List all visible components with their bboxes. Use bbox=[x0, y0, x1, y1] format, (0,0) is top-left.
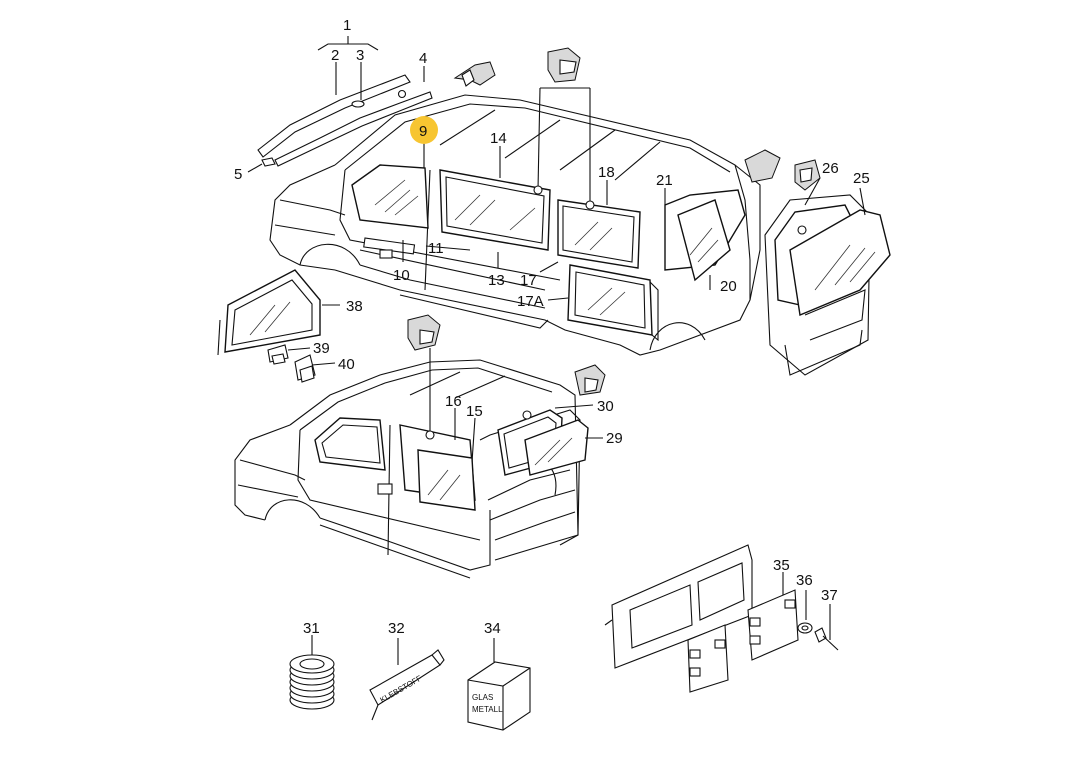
leader-lines bbox=[247, 36, 866, 665]
callout-37[interactable]: 37 bbox=[821, 587, 838, 604]
callout-1[interactable]: 1 bbox=[343, 17, 351, 34]
callout-38[interactable]: 38 bbox=[346, 298, 363, 315]
callout-2[interactable]: 2 bbox=[331, 47, 339, 64]
callout-40[interactable]: 40 bbox=[338, 356, 355, 373]
rear-quarter-window bbox=[664, 189, 746, 282]
callout-17a[interactable]: 17A bbox=[517, 293, 544, 310]
seal-profile-roof bbox=[547, 47, 581, 83]
callout-4[interactable]: 4 bbox=[419, 50, 427, 67]
roof-trim-strips bbox=[257, 74, 433, 167]
highlight-marker[interactable] bbox=[410, 116, 438, 144]
callout-15[interactable]: 15 bbox=[466, 403, 483, 420]
hinge-plates bbox=[687, 589, 799, 693]
lower-rear-side-window bbox=[567, 264, 659, 342]
van-body-top bbox=[269, 94, 761, 356]
box-label-line1: GLAS bbox=[472, 693, 493, 702]
callout-3[interactable]: 3 bbox=[356, 47, 364, 64]
seal-profile-rear bbox=[744, 149, 821, 191]
callout-32[interactable]: 32 bbox=[388, 620, 405, 637]
screw bbox=[814, 627, 839, 651]
tape-roll bbox=[289, 654, 335, 710]
callout-29[interactable]: 29 bbox=[606, 430, 623, 447]
callout-30[interactable]: 30 bbox=[597, 398, 614, 415]
callout-16[interactable]: 16 bbox=[445, 393, 462, 410]
callout-5[interactable]: 5 bbox=[234, 166, 242, 183]
van-body-bottom bbox=[234, 359, 581, 579]
callout-17[interactable]: 17 bbox=[520, 272, 537, 289]
callout-35[interactable]: 35 bbox=[773, 557, 790, 574]
box-label-line2: METALL bbox=[472, 705, 503, 714]
callout-34[interactable]: 34 bbox=[484, 620, 501, 637]
cleaner-box: GLAS METALL bbox=[467, 661, 531, 731]
adhesive-tube: KLEBSTOFF bbox=[369, 649, 445, 721]
callout-26[interactable]: 26 bbox=[822, 160, 839, 177]
callout-18[interactable]: 18 bbox=[598, 164, 615, 181]
washer bbox=[797, 622, 813, 634]
loose-glass-pane bbox=[217, 269, 321, 356]
seal-profile-bed bbox=[574, 364, 606, 396]
mounting-bracket bbox=[294, 354, 316, 383]
rear-side-window bbox=[557, 199, 641, 269]
callout-20[interactable]: 20 bbox=[720, 278, 737, 295]
callout-31[interactable]: 31 bbox=[303, 620, 320, 637]
callout-9[interactable]: 9 bbox=[419, 123, 427, 140]
callout-25[interactable]: 25 bbox=[853, 170, 870, 187]
callout-36[interactable]: 36 bbox=[796, 572, 813, 589]
seal-profile-cab bbox=[407, 314, 441, 351]
location-pins bbox=[425, 185, 807, 440]
callout-14[interactable]: 14 bbox=[490, 130, 507, 147]
seal-profile-top bbox=[453, 61, 496, 87]
callout-39[interactable]: 39 bbox=[313, 340, 330, 357]
mounting-clip bbox=[267, 344, 289, 365]
callout-21[interactable]: 21 bbox=[656, 172, 673, 189]
callout-labels: 1 2 3 4 5 9 14 18 21 26 25 11 10 13 17 1… bbox=[234, 17, 870, 637]
callout-10[interactable]: 10 bbox=[393, 267, 410, 284]
sliding-door-window bbox=[439, 169, 551, 251]
cab-rear-window bbox=[497, 409, 589, 476]
front-door-window bbox=[351, 164, 429, 229]
callout-13[interactable]: 13 bbox=[488, 272, 505, 289]
callout-11[interactable]: 11 bbox=[428, 240, 444, 257]
partition-panel bbox=[604, 544, 753, 669]
rear-hatch-windows bbox=[764, 194, 891, 376]
